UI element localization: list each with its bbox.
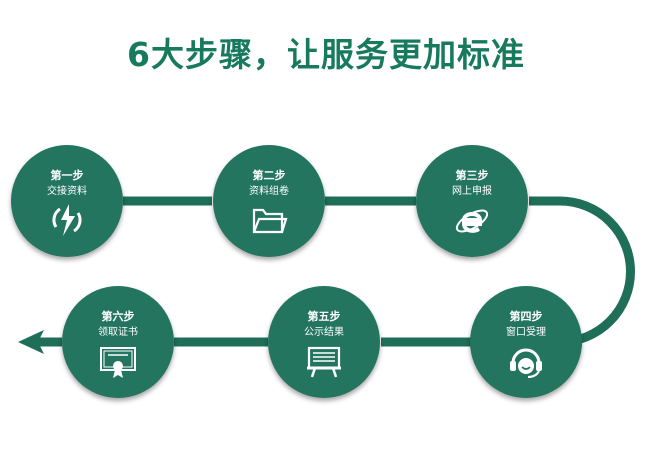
step-6-circle: 第六步 领取证书 bbox=[62, 286, 174, 398]
step-6-desc: 领取证书 bbox=[98, 327, 138, 338]
step-6-name: 第六步 bbox=[101, 310, 135, 323]
step-1-desc: 交接资料 bbox=[47, 186, 87, 197]
notice-board-icon bbox=[307, 346, 341, 378]
step-1-circle: 第一步 交接资料 bbox=[11, 145, 123, 257]
certificate-icon bbox=[100, 347, 136, 378]
headset-agent-icon bbox=[510, 348, 542, 378]
step-3-desc: 网上申报 bbox=[452, 186, 492, 197]
step-3-name: 第三步 bbox=[455, 169, 489, 182]
step-5-desc: 公示结果 bbox=[304, 327, 344, 338]
folder-icon bbox=[252, 208, 288, 234]
step-1-name: 第一步 bbox=[50, 169, 84, 182]
step-4-name: 第四步 bbox=[509, 310, 543, 323]
page-title: 6大步骤，让服务更加标准 bbox=[127, 35, 525, 74]
step-2-name: 第二步 bbox=[252, 169, 286, 182]
step-4-circle: 第四步 窗口受理 bbox=[470, 286, 582, 398]
step-5-name: 第五步 bbox=[307, 310, 341, 323]
refresh-arrows-icon bbox=[52, 204, 82, 236]
step-5-circle: 第五步 公示结果 bbox=[268, 286, 380, 398]
step-2-circle: 第二步 资料组卷 bbox=[213, 145, 325, 257]
internet-explorer-icon bbox=[455, 209, 489, 233]
arrow-head bbox=[18, 330, 44, 354]
step-4-desc: 窗口受理 bbox=[506, 327, 546, 338]
step-3-circle: 第三步 网上申报 bbox=[416, 145, 528, 257]
step-2-desc: 资料组卷 bbox=[249, 186, 289, 197]
connector-3-4-curve bbox=[529, 196, 635, 347]
